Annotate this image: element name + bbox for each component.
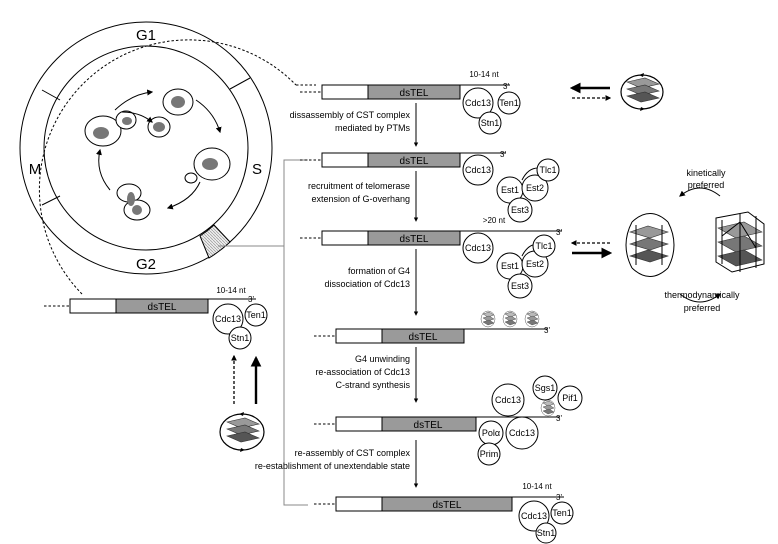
svg-text:3': 3' — [556, 414, 562, 423]
svg-text:Est3: Est3 — [511, 205, 529, 215]
svg-text:dsTEL: dsTEL — [400, 234, 429, 245]
step-4-line-2: re-association of Cdc13 — [315, 367, 410, 377]
telomere-state-left: dsTEL 10-14 nt 3' Cdc13 Ten1 Stn1 — [44, 286, 268, 452]
thermo-label-1: thermodynamically — [664, 290, 740, 300]
phase-g1-label: G1 — [136, 27, 156, 44]
step-3-line-2: dissociation of Cdc13 — [324, 279, 410, 289]
svg-text:3': 3' — [556, 493, 562, 502]
step-5-line-2: re-establishment of unextendable state — [255, 461, 410, 471]
step-4-line-3: C-strand synthesis — [335, 380, 410, 390]
svg-text:Cdc13: Cdc13 — [521, 511, 547, 521]
svg-text:Cdc13: Cdc13 — [509, 428, 535, 438]
svg-text:Stn1: Stn1 — [537, 528, 556, 538]
protein-ten1: Ten1 — [246, 310, 266, 320]
cycle-zoom-outline — [38, 39, 297, 295]
step-2-line-2: extension of G-overhang — [311, 194, 410, 204]
three-prime-label: 3' — [248, 295, 254, 304]
svg-text:Prim: Prim — [480, 449, 499, 459]
svg-text:3': 3' — [544, 326, 550, 335]
svg-text:dsTEL: dsTEL — [400, 156, 429, 167]
telomere-state-4: dsTEL 3' — [314, 310, 550, 344]
svg-text:3': 3' — [556, 228, 562, 237]
cell-cycle: G1 S G2 M — [19, 21, 297, 295]
svg-text:Cdc13: Cdc13 — [465, 243, 491, 253]
telomere-state-5: dsTEL 3' Cdc13 Cdc13 Polα Prim Sgs1 Pif1 — [314, 375, 583, 466]
telomere-state-6: dsTEL 10-14 nt 3' Cdc13 Ten1 Stn1 — [314, 482, 574, 544]
step-4-line-1: G4 unwinding — [355, 354, 410, 364]
protein-stn1: Stn1 — [231, 333, 250, 343]
cycle-inner-ring — [43, 45, 249, 251]
svg-text:Stn1: Stn1 — [481, 118, 500, 128]
budding-cells — [84, 88, 231, 221]
s-g2-segment — [199, 224, 231, 259]
svg-text:Est1: Est1 — [501, 261, 519, 271]
svg-text:Cdc13: Cdc13 — [465, 165, 491, 175]
g4-topologies: kinetically preferred thermodynamically … — [625, 168, 765, 313]
cycle-outer-ring — [19, 21, 273, 275]
dstel-label: dsTEL — [148, 302, 177, 313]
svg-text:Est2: Est2 — [526, 259, 544, 269]
svg-text:Cdc13: Cdc13 — [465, 98, 491, 108]
svg-text:Tlc1: Tlc1 — [535, 241, 552, 251]
g4-symbol-top — [620, 73, 664, 111]
connector-lower — [283, 246, 308, 506]
protein-cdc13: Cdc13 — [215, 314, 241, 324]
svg-text:>20 nt: >20 nt — [483, 216, 506, 225]
telomere-state-1: dsTEL 10-14 nt 3' Cdc13 Ten1 Stn1 — [300, 70, 664, 135]
phase-s-label: S — [252, 161, 262, 178]
step-1-line-1: dissassembly of CST complex — [290, 110, 411, 120]
svg-text:Est1: Est1 — [501, 185, 519, 195]
svg-text:3': 3' — [503, 82, 509, 91]
step-2-line-1: recruitment of telomerase — [308, 181, 410, 191]
phase-g2-label: G2 — [136, 256, 156, 273]
svg-text:dsTEL: dsTEL — [433, 500, 462, 511]
svg-text:Ten1: Ten1 — [552, 508, 572, 518]
g4-parallel — [715, 211, 765, 273]
g4-symbol-left — [219, 412, 265, 452]
phase-m-label: M — [29, 161, 42, 178]
step-3-line-1: formation of G4 — [348, 266, 410, 276]
kinetic-label-1: kinetically — [686, 168, 726, 178]
svg-text:Tlc1: Tlc1 — [539, 165, 556, 175]
svg-text:dsTEL: dsTEL — [409, 332, 438, 343]
g4-antiparallel — [625, 213, 675, 277]
svg-text:dsTEL: dsTEL — [400, 88, 429, 99]
svg-text:3': 3' — [500, 150, 506, 159]
connector-upper — [218, 159, 308, 247]
step-1-line-2: mediated by PTMs — [335, 123, 411, 133]
telomere-state-2: dsTEL 3' Cdc13 Est1 Est2 Est3 Tlc1 — [300, 150, 560, 223]
svg-text:Est3: Est3 — [511, 281, 529, 291]
step-5-line-1: re-assembly of CST complex — [295, 448, 411, 458]
cycle-arrows — [96, 89, 222, 210]
telomere-state-3: dsTEL >20 nt 3' Cdc13 Est1 Est2 Est3 Tlc… — [300, 216, 613, 299]
svg-text:dsTEL: dsTEL — [414, 420, 443, 431]
svg-text:10-14 nt: 10-14 nt — [522, 482, 552, 491]
overhang-length-label: 10-14 nt — [216, 286, 246, 295]
svg-text:Pif1: Pif1 — [562, 393, 578, 403]
svg-text:Cdc13: Cdc13 — [495, 395, 521, 405]
thermo-label-2: preferred — [684, 303, 721, 313]
svg-text:Sgs1: Sgs1 — [535, 383, 556, 393]
svg-text:Est2: Est2 — [526, 183, 544, 193]
svg-text:Polα: Polα — [482, 428, 500, 438]
svg-text:Ten1: Ten1 — [499, 98, 519, 108]
kinetic-label-2: preferred — [688, 180, 725, 190]
svg-text:10-14 nt: 10-14 nt — [469, 70, 499, 79]
